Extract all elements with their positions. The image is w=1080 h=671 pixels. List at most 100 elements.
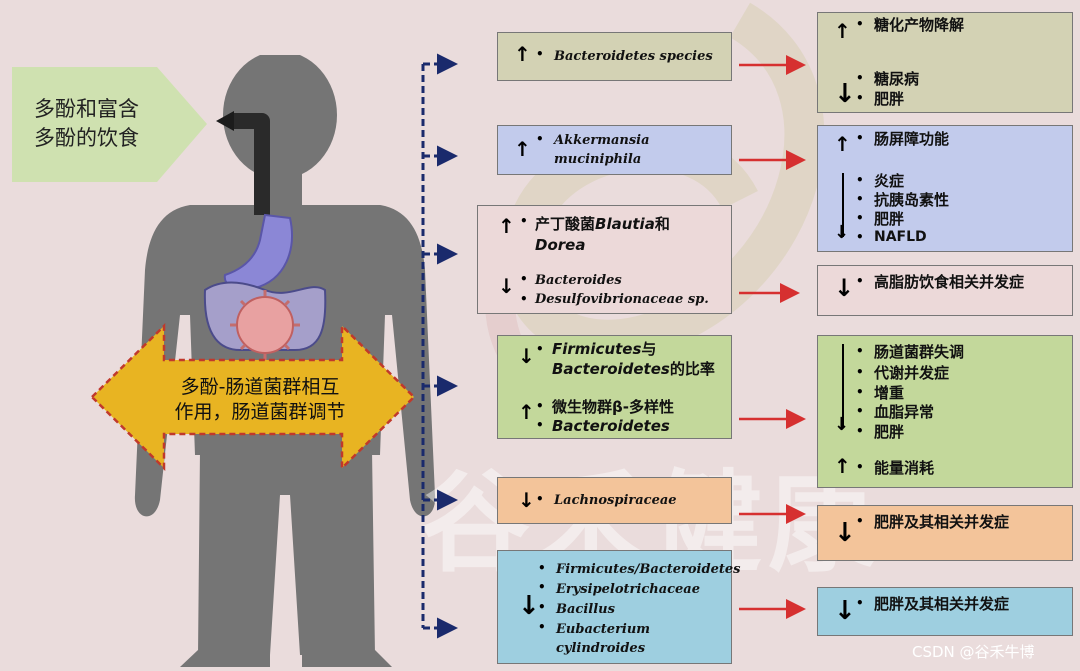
bullet-icon: • (856, 424, 864, 438)
up-arrow-icon: ↑ (834, 132, 851, 156)
outcome-4-up: 能量消耗 (874, 459, 935, 477)
outcome-6-down: 肥胖及其相关并发症 (874, 595, 1010, 613)
bacteria-4-up-line-2: Bacteroidetes (552, 417, 670, 435)
bacteria-6-line-1: Firmicutes/Bacteroidetes (556, 562, 741, 577)
outcome-4-down-2: 代谢并发症 (874, 364, 950, 382)
outcome-4-down-3: 增重 (874, 384, 905, 402)
up-arrow-icon: ↑ (514, 137, 531, 161)
red-arrows (739, 55, 806, 619)
diet-label-line-2: 多酚的饮食 (34, 126, 139, 150)
up-arrow-icon: ↑ (498, 214, 515, 238)
outcome-1-down-1: 糖尿病 (874, 70, 920, 88)
outcome-2-down-1: 炎症 (874, 172, 905, 190)
bacteria-3-up-line-2: Dorea (535, 236, 586, 254)
diet-callout-shape (12, 67, 207, 182)
outcome-2-down-3: 肥胖 (874, 210, 905, 228)
bullet-icon: • (536, 342, 544, 356)
bacteria-2-line-1: Akkermansia (554, 133, 650, 148)
esophagus (216, 111, 270, 215)
firmicutes-text: Firmicutes (552, 340, 642, 358)
bacteroidetes-text: Bacteroidetes (552, 360, 670, 378)
with-text: 与 (641, 340, 657, 358)
up-arrow-icon: ↑ (518, 400, 535, 424)
outcome-box-3: ↓ • 高脂肪饮食相关并发症 (817, 265, 1073, 316)
bullet-icon: • (536, 132, 544, 146)
bullet-icon: • (856, 91, 864, 105)
bullet-icon: • (536, 418, 544, 432)
bullet-icon: • (856, 365, 864, 379)
outcome-2-down-4: NAFLD (874, 229, 927, 245)
outcome-1-up: 糖化产物降解 (874, 16, 965, 34)
down-arrow-icon: ↓ (834, 596, 856, 626)
desulfovibrionaceae-text: Desulfovibrionaceae (535, 292, 684, 307)
branch-bracket (421, 53, 458, 639)
bacteria-5-line-1: Lachnospiraceae (554, 493, 677, 508)
bullet-icon: • (856, 71, 864, 85)
bacteria-box-6: ↓ • Firmicutes/Bacteroidetes • Erysipelo… (497, 550, 740, 664)
outcome-3-down: 高脂肪饮食相关并发症 (874, 273, 1025, 291)
up-arrow-icon: ↑ (834, 19, 851, 43)
bullet-icon: • (520, 214, 528, 228)
interaction-label: 多酚-肠道菌群相互 作用，肠道菌群调节 (150, 375, 370, 425)
outcome-1-down-2: 肥胖 (874, 90, 905, 108)
down-arrow-icon: ↓ (834, 518, 856, 548)
bacteria-1-plain: species (655, 49, 713, 64)
down-arrow-line (842, 344, 844, 428)
bullet-icon: • (856, 344, 864, 358)
down-arrow-icon: ↓ (518, 591, 540, 621)
bullet-icon: • (856, 211, 864, 225)
bacteria-box-3: ↑ • 产丁酸菌Blautia和 Dorea ↓ • Bacteroides •… (477, 205, 732, 314)
bacteria-box-5: ↓ • Lachnospiraceae (497, 477, 732, 524)
outcome-box-6: ↓ • 肥胖及其相关并发症 (817, 587, 1073, 636)
bacteria-1-italic: Bacteroidetes (554, 49, 656, 64)
outcome-box-1: ↑ • 糖化产物降解 ↓ • 糖尿病 • 肥胖 (817, 12, 1073, 113)
bullet-icon: • (538, 561, 546, 575)
diet-label: 多酚和富含 多酚的饮食 (34, 95, 139, 153)
outcome-box-5: ↓ • 肥胖及其相关并发症 (817, 505, 1073, 561)
down-arrow-icon: ↓ (834, 222, 850, 243)
outcome-4-down-4: 血脂异常 (874, 403, 935, 421)
bacteria-3-up-line-1: 产丁酸菌Blautia和 (535, 215, 670, 234)
bullet-icon: • (856, 460, 864, 474)
bacteria-2-line-2: muciniphila (554, 152, 642, 167)
down-arrow-icon: ↓ (834, 274, 855, 302)
outcome-4-down-5: 肥胖 (874, 423, 905, 441)
bullet-icon: • (856, 192, 864, 206)
outcome-2-up: 肠屏障功能 (874, 130, 950, 148)
diet-label-line-1: 多酚和富含 (34, 97, 139, 121)
digestive-organs (203, 213, 327, 360)
bacteria-box-4: ↓ • Firmicutes与 Bacteroidetes的比率 ↑ • 微生物… (497, 335, 732, 439)
bullet-icon: • (520, 292, 528, 306)
up-arrow-icon: ↑ (834, 454, 851, 478)
outcome-2-down-2: 抗胰岛素性 (874, 191, 950, 209)
bullet-icon: • (856, 274, 864, 288)
bullet-icon: • (536, 47, 544, 61)
bacteria-1-label: Bacteroidetes species (554, 49, 713, 65)
bullet-icon: • (856, 173, 864, 187)
outcome-box-4: ↓ • 肠道菌群失调 • 代谢并发症 • 增重 • 血脂异常 • 肥胖 ↑ • … (817, 335, 1073, 488)
interaction-double-arrow (90, 323, 416, 471)
outcome-box-2: ↑ • 肠屏障功能 ↓ • 炎症 • 抗胰岛素性 • 肥胖 • NAFLD (817, 125, 1073, 252)
bacteria-6-line-2: Erysipelotrichaceae (556, 582, 701, 597)
bullet-icon: • (538, 600, 546, 614)
down-arrow-line (842, 173, 844, 237)
down-arrow-icon: ↓ (518, 488, 535, 512)
bacteria-6-line-4: Eubacterium (556, 622, 651, 637)
interaction-label-line-1: 多酚-肠道菌群相互 (180, 376, 340, 398)
bacteria-4-down-line-2: Bacteroidetes的比率 (552, 360, 715, 379)
down-arrow-icon: ↓ (518, 344, 535, 368)
bullet-icon: • (536, 492, 544, 506)
bullet-icon: • (856, 385, 864, 399)
outcome-5-down: 肥胖及其相关并发症 (874, 513, 1010, 531)
bullet-icon: • (520, 272, 528, 286)
bullet-icon: • (856, 17, 864, 31)
up-arrow-icon: ↑ (514, 42, 531, 66)
bacteria-3-down-line-2: Desulfovibrionaceae sp. (535, 292, 709, 308)
down-arrow-icon: ↓ (498, 274, 515, 298)
down-arrow-icon: ↓ (834, 414, 850, 435)
bullet-icon: • (538, 580, 546, 594)
bacteria-6-line-3: Bacillus (556, 602, 615, 617)
down-arrow-icon: ↓ (834, 79, 856, 109)
bacteria-4-up-line-1: 微生物群β-多样性 (552, 398, 674, 416)
bullet-icon: • (538, 620, 546, 634)
